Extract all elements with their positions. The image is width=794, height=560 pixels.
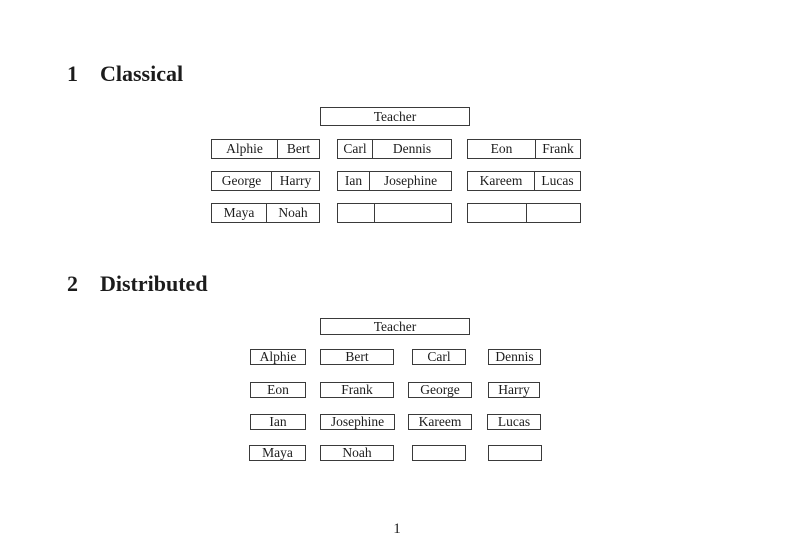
desk-label: Carl bbox=[412, 349, 466, 365]
seat-label: Dennis bbox=[392, 141, 432, 157]
teacher-box: Teacher bbox=[320, 107, 470, 126]
desk-label: Frank bbox=[320, 382, 394, 398]
desk-label: Eon bbox=[250, 382, 306, 398]
desk-label bbox=[412, 445, 466, 461]
seat-label: Alphie bbox=[212, 140, 278, 158]
desk-label: Harry bbox=[488, 382, 540, 398]
section-number: 1 bbox=[67, 61, 78, 86]
desk-label: Lucas bbox=[487, 414, 541, 430]
teacher-box: Teacher bbox=[320, 318, 470, 335]
seat-label bbox=[375, 204, 451, 222]
seat-label: Noah bbox=[278, 205, 308, 221]
desk-label: Josephine bbox=[320, 414, 395, 430]
desk-label: George bbox=[408, 382, 472, 398]
desk-pair: Maya Noah bbox=[211, 203, 320, 223]
desk-pair: Eon Frank bbox=[467, 139, 581, 159]
seat-label: Eon bbox=[468, 140, 536, 158]
seat-label bbox=[338, 204, 375, 222]
seat-label: Frank bbox=[542, 141, 574, 157]
desk-pair: Kareem Lucas bbox=[467, 171, 581, 191]
desk-label: Maya bbox=[249, 445, 306, 461]
seat-label bbox=[468, 204, 527, 222]
section-title: Distributed bbox=[100, 271, 208, 296]
desk-pair bbox=[467, 203, 581, 223]
seat-label: Lucas bbox=[541, 173, 574, 189]
desk-pair: Carl Dennis bbox=[337, 139, 452, 159]
desk-pair: Ian Josephine bbox=[337, 171, 452, 191]
seat-label: Carl bbox=[338, 140, 373, 158]
seat-label: Josephine bbox=[383, 173, 438, 189]
seat-label: Harry bbox=[279, 173, 312, 189]
section-number: 2 bbox=[67, 271, 78, 296]
seat-label: Kareem bbox=[468, 172, 535, 190]
desk-pair: George Harry bbox=[211, 171, 320, 191]
desk-label: Kareem bbox=[408, 414, 472, 430]
desk-label: Noah bbox=[320, 445, 394, 461]
seat-label: Ian bbox=[338, 172, 370, 190]
desk-label: Ian bbox=[250, 414, 306, 430]
seat-label bbox=[527, 204, 580, 222]
seat-label: George bbox=[212, 172, 272, 190]
desk-label bbox=[488, 445, 542, 461]
seat-label: Bert bbox=[286, 141, 311, 157]
desk-label: Dennis bbox=[488, 349, 541, 365]
desk-label: Alphie bbox=[250, 349, 306, 365]
page-number: 1 bbox=[393, 521, 401, 537]
seat-label: Maya bbox=[212, 204, 267, 222]
section-title: Classical bbox=[100, 61, 184, 86]
section-heading-distributed: 2 Distributed bbox=[67, 273, 208, 295]
desk-pair: Alphie Bert bbox=[211, 139, 320, 159]
desk-pair bbox=[337, 203, 452, 223]
desk-label: Bert bbox=[320, 349, 394, 365]
section-heading-classical: 1 Classical bbox=[67, 63, 183, 85]
